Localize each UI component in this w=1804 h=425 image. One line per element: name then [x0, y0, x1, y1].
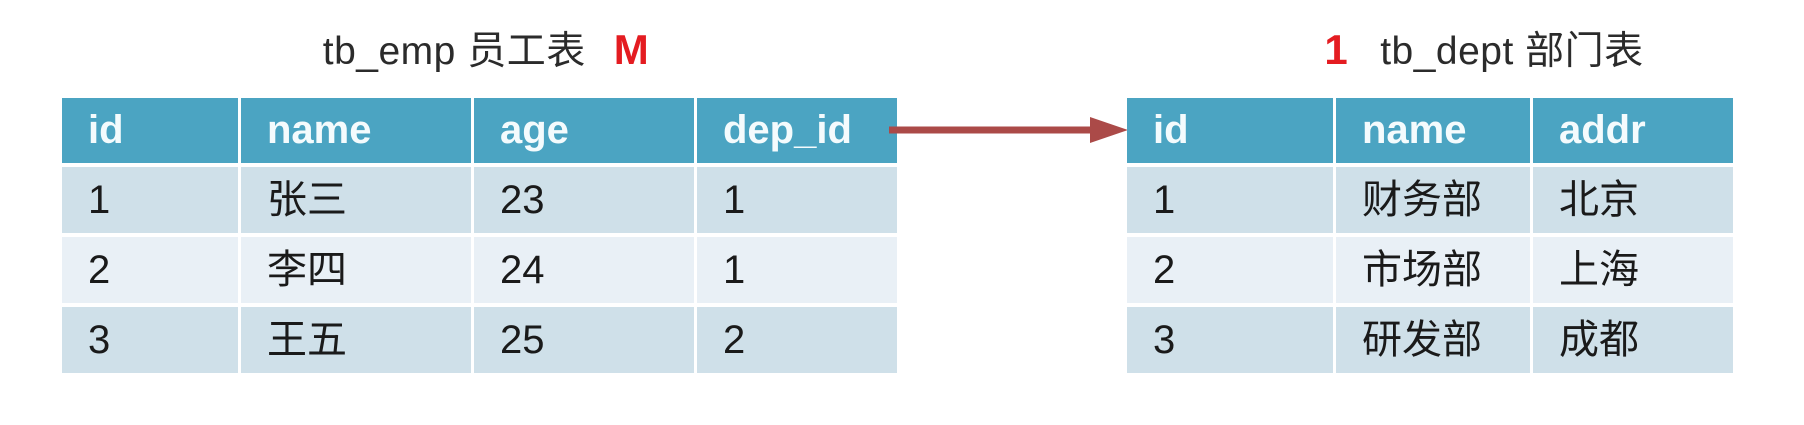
data-cell: 1	[1127, 167, 1333, 233]
emp-table: id name age dep_id 1 张三 23 1 2 李四 24 1 3…	[62, 98, 897, 373]
data-cell: 研发部	[1336, 307, 1530, 373]
cardinality-one-label: 1	[1324, 26, 1349, 73]
data-cell: 李四	[241, 237, 471, 303]
data-cell: 1	[697, 167, 897, 233]
emp-header-cell-name: name	[241, 98, 471, 163]
emp-header-cell-dep-id: dep_id	[697, 98, 897, 163]
data-cell: 王五	[241, 307, 471, 373]
data-cell: 1	[62, 167, 238, 233]
data-cell: 23	[474, 167, 694, 233]
emp-table-title: tb_emp 员工表 M	[73, 24, 899, 76]
data-cell: 张三	[241, 167, 471, 233]
data-cell: 24	[474, 237, 694, 303]
relationship-arrow-icon	[886, 113, 1131, 147]
cardinality-many-label: M	[613, 26, 650, 73]
dept-table: id name addr 1 财务部 北京 2 市场部 上海 3 研发部 成都	[1127, 98, 1733, 373]
emp-header-cell-id: id	[62, 98, 238, 163]
data-cell: 市场部	[1336, 237, 1530, 303]
dept-header-cell-name: name	[1336, 98, 1530, 163]
data-cell: 2	[1127, 237, 1333, 303]
emp-table-name: tb_emp 员工表	[322, 30, 586, 73]
dept-header-cell-id: id	[1127, 98, 1333, 163]
data-cell: 1	[697, 237, 897, 303]
dept-header-cell-addr: addr	[1533, 98, 1733, 163]
data-cell: 上海	[1533, 237, 1733, 303]
data-cell: 2	[697, 307, 897, 373]
data-cell: 2	[62, 237, 238, 303]
data-cell: 25	[474, 307, 694, 373]
emp-header-cell-age: age	[474, 98, 694, 163]
dept-table-title: 1 tb_dept 部门表	[1184, 24, 1784, 76]
data-cell: 3	[1127, 307, 1333, 373]
data-cell: 财务部	[1336, 167, 1530, 233]
data-cell: 北京	[1533, 167, 1733, 233]
data-cell: 3	[62, 307, 238, 373]
data-cell: 成都	[1533, 307, 1733, 373]
dept-table-name: tb_dept 部门表	[1380, 30, 1644, 73]
